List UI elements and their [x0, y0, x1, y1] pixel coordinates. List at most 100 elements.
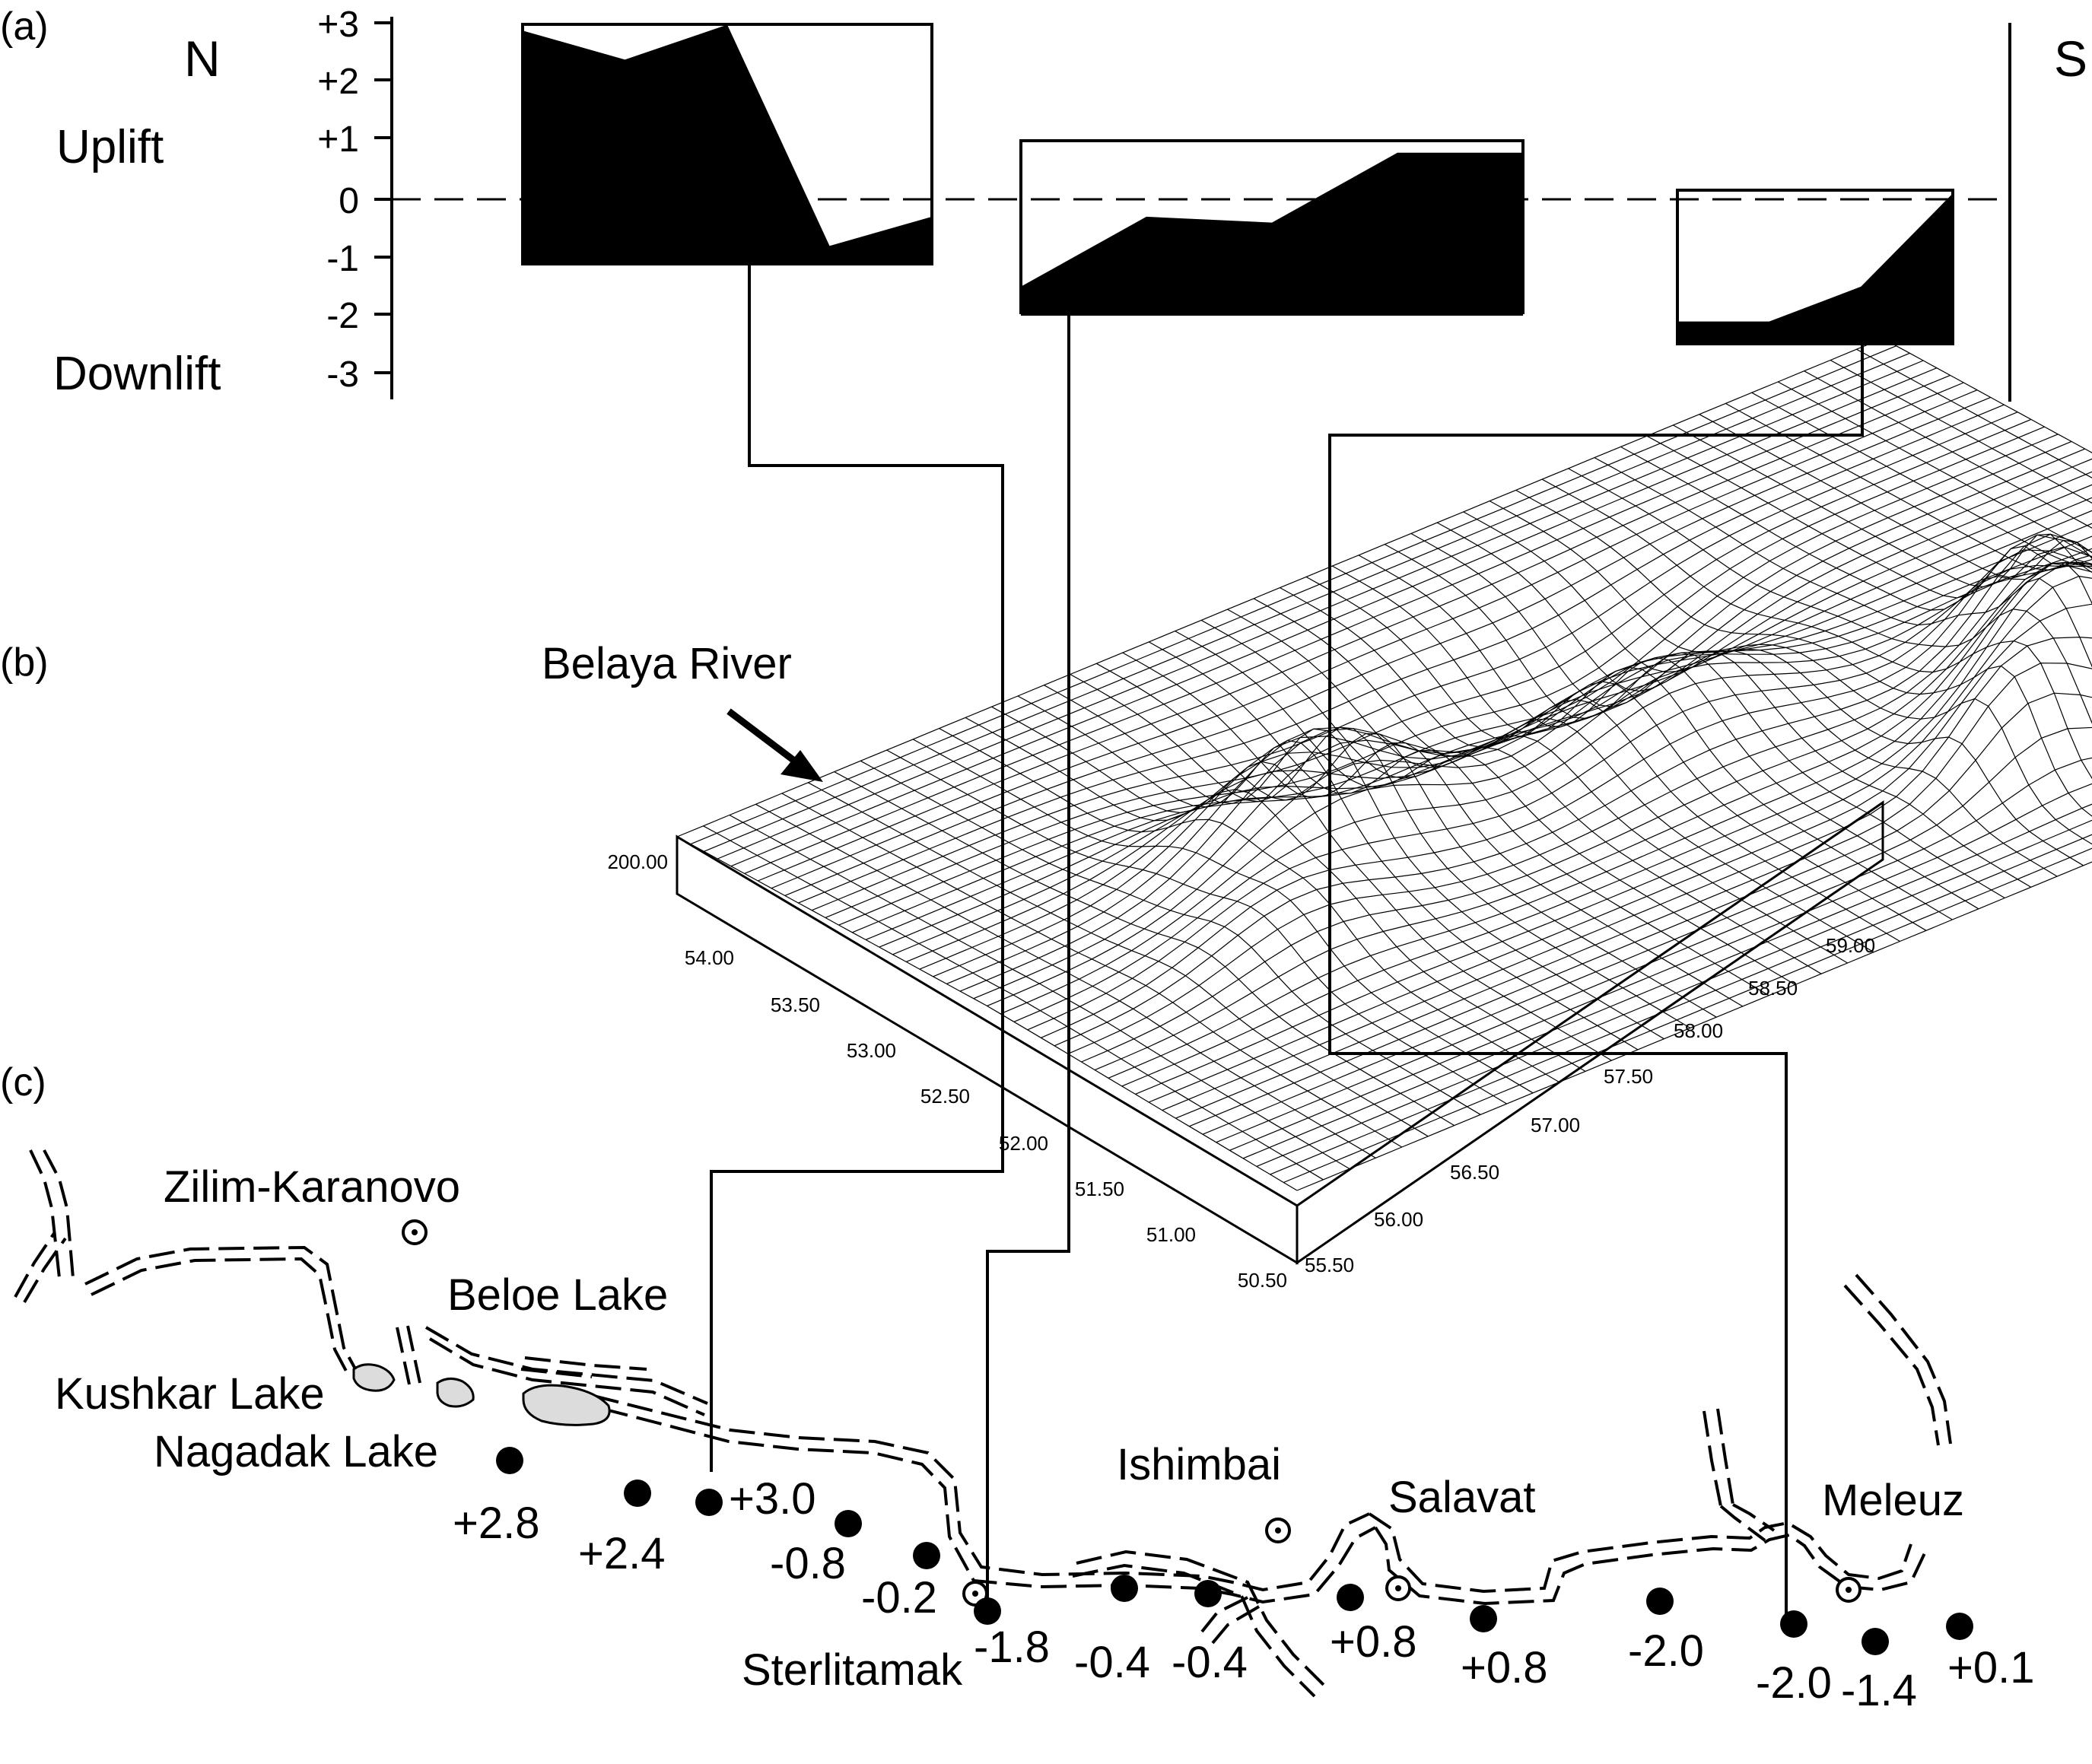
station-value: -0.4 [1172, 1638, 1248, 1687]
town-label-sterlitamak: Sterlitamak [742, 1645, 963, 1695]
left-axis-tick: 53.00 [847, 1039, 896, 1062]
y-tick-label: 0 [339, 181, 359, 221]
lake-label-nagadak: Nagadak Lake [154, 1427, 438, 1476]
y-tick-label: +1 [317, 119, 359, 160]
station-dot [1470, 1605, 1497, 1632]
mesh-line [1054, 534, 2092, 1046]
station-dot [695, 1489, 723, 1516]
uplift-label: Uplift [56, 121, 164, 173]
profile-box-2 [1021, 141, 1523, 316]
lake-label-kushkar: Kushkar Lake [55, 1369, 325, 1419]
panel-label-b: (b) [0, 640, 49, 685]
mesh-line [987, 508, 2092, 1006]
mesh-line [1028, 532, 2092, 1030]
left-axis-tick: 51.00 [1146, 1223, 1196, 1246]
mesh-line [1149, 642, 1769, 996]
river-line [1845, 1275, 1951, 1445]
mesh-line [730, 815, 1350, 1169]
y-axis-ticks: +3 +2 +1 0 -1 -2 -3 [317, 5, 392, 395]
station-dot [1646, 1588, 1674, 1615]
mesh-line [1270, 676, 2092, 1174]
mesh-line [974, 501, 2092, 999]
mesh-line [1095, 565, 2092, 1070]
mesh-line [785, 397, 1991, 895]
y-tick-label: +3 [317, 5, 359, 45]
panel-c-map: Zilim-Karanovo Ishimbai Salavat Meleuz S… [15, 1150, 2035, 1715]
profile-fill-1 [523, 25, 932, 264]
mesh-line [1516, 490, 2092, 844]
town-icon-dot [412, 1229, 418, 1235]
town-label-zilim-karanovo: Zilim-Karanovo [164, 1162, 460, 1212]
station-value: +0.1 [1947, 1643, 2035, 1692]
mesh-line [1542, 479, 2092, 833]
river-line [521, 1358, 647, 1377]
left-axis-tick: 51.50 [1075, 1178, 1124, 1200]
y-tick-label: +2 [317, 62, 359, 102]
right-axis-tick: 59.00 [1826, 934, 1875, 957]
station-value: +2.8 [453, 1499, 540, 1548]
right-axis-ticks: 55.50 56.00 56.50 57.00 57.50 58.00 58.5… [1305, 934, 1875, 1276]
panel-a-profiles: N S Uplift Downlift +3 +2 +1 0 -1 -2 -3 [53, 5, 2087, 402]
mesh-line [1569, 469, 2092, 822]
station-value: -0.2 [861, 1573, 937, 1623]
left-axis-tick: 52.50 [920, 1085, 970, 1108]
station-value: -1.8 [974, 1623, 1050, 1672]
mesh-line [992, 707, 1612, 1060]
station-value: +3.0 [729, 1474, 816, 1524]
left-axis-tick: 54.00 [685, 946, 734, 969]
mesh-line [1857, 349, 2092, 703]
station-dot [1780, 1610, 1807, 1638]
right-axis-tick: 56.00 [1374, 1208, 1423, 1231]
left-axis-tick: 53.50 [771, 993, 820, 1016]
profile-box-3 [1677, 190, 1953, 345]
north-label: N [184, 30, 221, 87]
town-label-meleuz: Meleuz [1822, 1476, 1964, 1525]
left-axis-ticks: 54.00 53.50 53.00 52.50 52.00 51.50 51.0… [685, 946, 1287, 1292]
y-tick-label: -2 [326, 296, 359, 336]
left-axis-tick: 52.00 [999, 1132, 1048, 1155]
station-dot [913, 1542, 940, 1569]
station-dot [1337, 1584, 1364, 1611]
mesh-line [758, 383, 1963, 881]
river-line [397, 1326, 420, 1384]
downlift-label: Downlift [53, 348, 221, 400]
right-axis-tick: 57.50 [1604, 1065, 1653, 1088]
town-marker-ishimbai [1267, 1519, 1289, 1542]
river-line [1704, 1409, 1733, 1506]
lake-label-beloe: Beloe Lake [447, 1270, 668, 1320]
connector-line-1 [711, 264, 1003, 1472]
panel-label-c: (c) [0, 1060, 46, 1104]
station-dot [1194, 1580, 1222, 1607]
station-value: +0.8 [1330, 1617, 1417, 1667]
z-axis-label: 200.00 [607, 850, 668, 873]
station-dot [1946, 1613, 1973, 1640]
block-right-face [1297, 803, 1883, 1263]
station-value: +0.8 [1461, 1643, 1548, 1692]
block-left-face [677, 837, 1297, 1263]
right-axis-tick: 55.50 [1305, 1254, 1354, 1276]
station-dot [1111, 1575, 1138, 1602]
station-value: -1.4 [1841, 1666, 1917, 1715]
town-icon-dot [1846, 1587, 1852, 1593]
station-value: +2.4 [578, 1529, 666, 1578]
town-icon-dot [972, 1591, 978, 1597]
station-value: -2.0 [1756, 1658, 1832, 1708]
belaya-river-label: Belaya River [542, 639, 792, 688]
mesh-line [1082, 563, 2092, 1062]
right-axis-tick: 56.50 [1450, 1161, 1499, 1184]
kushkar-lake-shape [354, 1365, 394, 1391]
panel-b-surface: 200.00 54.00 53.50 53.00 52.50 52.00 51.… [542, 338, 2092, 1292]
river-line [1721, 1505, 1774, 1540]
y-tick-label: -1 [326, 239, 359, 279]
town-marker-meleuz [1837, 1578, 1860, 1601]
right-axis-tick: 58.00 [1674, 1019, 1723, 1042]
profile-fill-2 [1021, 153, 1523, 316]
station-dot [835, 1510, 862, 1537]
y-tick-label: -3 [326, 354, 359, 395]
mesh-line [745, 375, 1951, 873]
mesh-line [866, 441, 2071, 939]
town-label-salavat: Salavat [1388, 1473, 1535, 1522]
station-dot [496, 1447, 523, 1474]
